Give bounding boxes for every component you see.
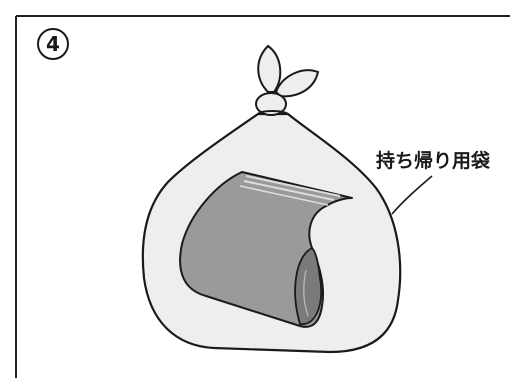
step-number-circle bbox=[37, 28, 69, 60]
pouch-fold bbox=[294, 246, 323, 325]
step-number-badge: 4 bbox=[37, 28, 69, 60]
bag-tie-left bbox=[257, 44, 282, 93]
pouch-zipper-stripe-1 bbox=[245, 175, 341, 197]
pouch-inside-bag bbox=[179, 171, 353, 328]
pouch-zipper-stripe-3 bbox=[239, 185, 329, 206]
frame-border bbox=[15, 15, 510, 378]
bag-neck bbox=[257, 110, 289, 115]
callout-label: 持ち帰り用袋 bbox=[376, 149, 491, 172]
bag-knot bbox=[255, 92, 287, 116]
bag-tie-right bbox=[274, 69, 320, 98]
callout-leader-line bbox=[391, 175, 433, 215]
pouch-zipper-stripe-2 bbox=[243, 180, 335, 201]
pouch-fold-highlight bbox=[303, 269, 309, 317]
step-number: 4 bbox=[46, 32, 60, 56]
